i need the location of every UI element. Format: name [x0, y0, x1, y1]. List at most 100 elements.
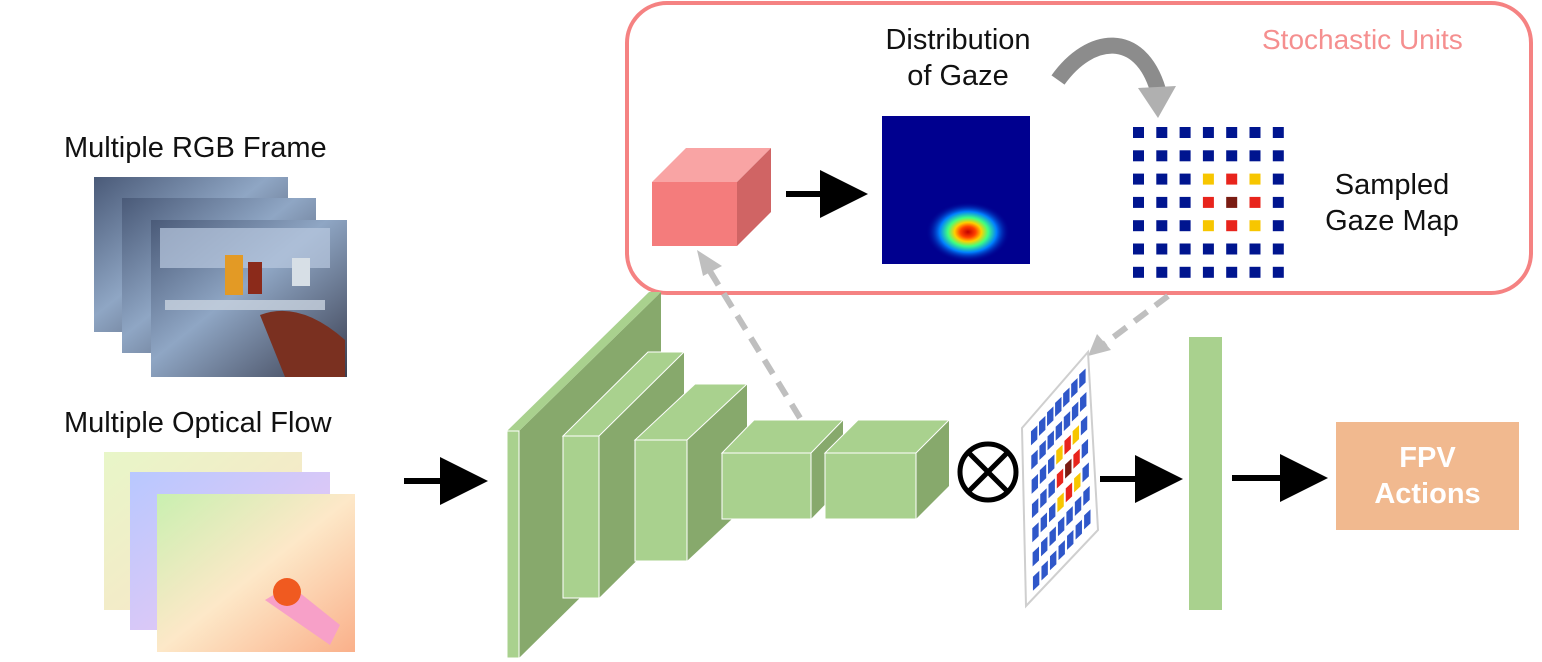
gaze-cell	[1156, 127, 1168, 138]
gaze-cell	[1202, 127, 1214, 138]
weighted-cell	[1067, 529, 1074, 550]
weighted-cell	[1041, 536, 1048, 557]
weighted-cell	[1084, 509, 1091, 530]
stochastic-units-title: Stochastic Units	[1262, 24, 1463, 55]
gaze-cell	[1226, 266, 1238, 278]
weighted-cell	[1055, 420, 1063, 441]
gaze-cell	[1156, 266, 1168, 278]
weighted-cell	[1066, 506, 1073, 527]
sampled-gaze-map-grid	[1133, 127, 1284, 278]
weighted-cell	[1065, 458, 1072, 479]
gaze-cell	[1202, 220, 1214, 232]
weighted-cell	[1047, 406, 1054, 427]
weighted-cell	[1074, 472, 1081, 493]
gaze-cell	[1156, 150, 1168, 162]
gaze-cell	[1249, 243, 1261, 255]
gaze-cell	[1179, 173, 1191, 185]
gaze-cell	[1179, 150, 1191, 162]
distribution-label-line2: of Gaze	[907, 60, 1009, 92]
weighted-cell	[1040, 512, 1048, 533]
weighted-cell	[1083, 485, 1090, 506]
gaze-cell	[1202, 150, 1214, 162]
stochastic-cube	[652, 148, 771, 246]
gaze-cell	[1156, 220, 1168, 232]
weighted-cell	[1081, 438, 1089, 459]
gaze-cell	[1272, 266, 1284, 278]
weighted-cell	[1031, 473, 1039, 494]
stochastic-units-box	[625, 1, 1533, 295]
weighted-cell	[1039, 440, 1046, 461]
distribution-label-line1: Distribution	[885, 24, 1031, 56]
gaze-cell	[1133, 150, 1144, 162]
gaze-cell	[1156, 196, 1168, 208]
weighted-cell	[1031, 449, 1038, 470]
weighted-cell	[1047, 430, 1054, 451]
weighted-cell	[1049, 526, 1056, 547]
gaze-cell	[1179, 127, 1191, 138]
gaze-cell	[1179, 266, 1191, 278]
weighted-cell	[1039, 464, 1047, 485]
gaze-cell	[1133, 266, 1144, 278]
weighted-cell	[1064, 434, 1071, 455]
gaze-cell	[1272, 127, 1284, 138]
weighted-cell	[1057, 492, 1064, 513]
sampled-label-line2: Gaze Map	[1325, 205, 1459, 237]
weighted-cell	[1039, 415, 1046, 436]
weighted-cell	[1074, 496, 1082, 517]
weighted-cell	[1057, 516, 1065, 537]
weighted-cell	[1063, 411, 1071, 432]
gaze-distribution-heatmap	[882, 116, 1030, 264]
gaze-cell	[1202, 196, 1214, 208]
fpv-actions-output: FPV Actions	[1336, 422, 1519, 530]
gaze-cell	[1133, 220, 1144, 232]
output-line2: Actions	[1374, 478, 1481, 510]
fc-layer	[1189, 337, 1222, 610]
weighted-cell	[1055, 396, 1062, 417]
weighted-cell	[1031, 498, 1039, 519]
weighted-cell	[1075, 519, 1082, 540]
weighted-cell	[1071, 401, 1079, 422]
gaze-cell	[1249, 127, 1261, 138]
sampled-label-line1: Sampled	[1334, 169, 1450, 201]
gaze-cell	[1226, 220, 1238, 232]
gaze-cell	[1202, 266, 1214, 278]
gaze-cell	[1156, 243, 1168, 255]
gaze-cell	[1179, 220, 1191, 232]
weighted-cell	[1048, 454, 1055, 475]
gaze-cell	[1202, 173, 1214, 185]
weighted-cell	[1048, 478, 1055, 499]
gaze-cell	[1272, 150, 1284, 162]
gaze-cell	[1179, 243, 1191, 255]
gaze-cell	[1226, 150, 1238, 162]
weighted-cell	[1058, 540, 1065, 561]
weighted-cell	[1032, 546, 1039, 567]
gaze-cell	[1272, 173, 1284, 185]
rgb-frames-label: Multiple RGB Frame	[64, 132, 327, 164]
weighted-cell	[1049, 502, 1056, 523]
gaze-cell	[1226, 196, 1238, 208]
optical-flow-stack	[104, 452, 355, 652]
weighted-cell	[1049, 550, 1057, 571]
attention-weighted-map	[1020, 349, 1100, 609]
gaze-cell	[1226, 173, 1238, 185]
gaze-cell	[1249, 196, 1261, 208]
weighted-cell	[1041, 560, 1048, 581]
gaze-cell	[1272, 220, 1284, 232]
gaze-cell	[1156, 173, 1168, 185]
gaze-cell	[1202, 243, 1214, 255]
dashed-arrow-to-attention	[1088, 293, 1170, 356]
gaze-cell	[1249, 173, 1261, 185]
weighted-cell	[1071, 377, 1078, 398]
gaze-cell	[1133, 127, 1144, 138]
gaze-cell	[1272, 243, 1284, 255]
weighted-cell	[1032, 570, 1040, 591]
gaze-cell	[1179, 196, 1191, 208]
weighted-cell	[1073, 448, 1080, 469]
weighted-cell	[1079, 368, 1086, 389]
gaze-cell	[1226, 127, 1238, 138]
output-line1: FPV	[1399, 442, 1456, 474]
gaze-cell	[1133, 173, 1144, 185]
gaze-cell	[1249, 150, 1261, 162]
weighted-cell	[1056, 444, 1063, 465]
